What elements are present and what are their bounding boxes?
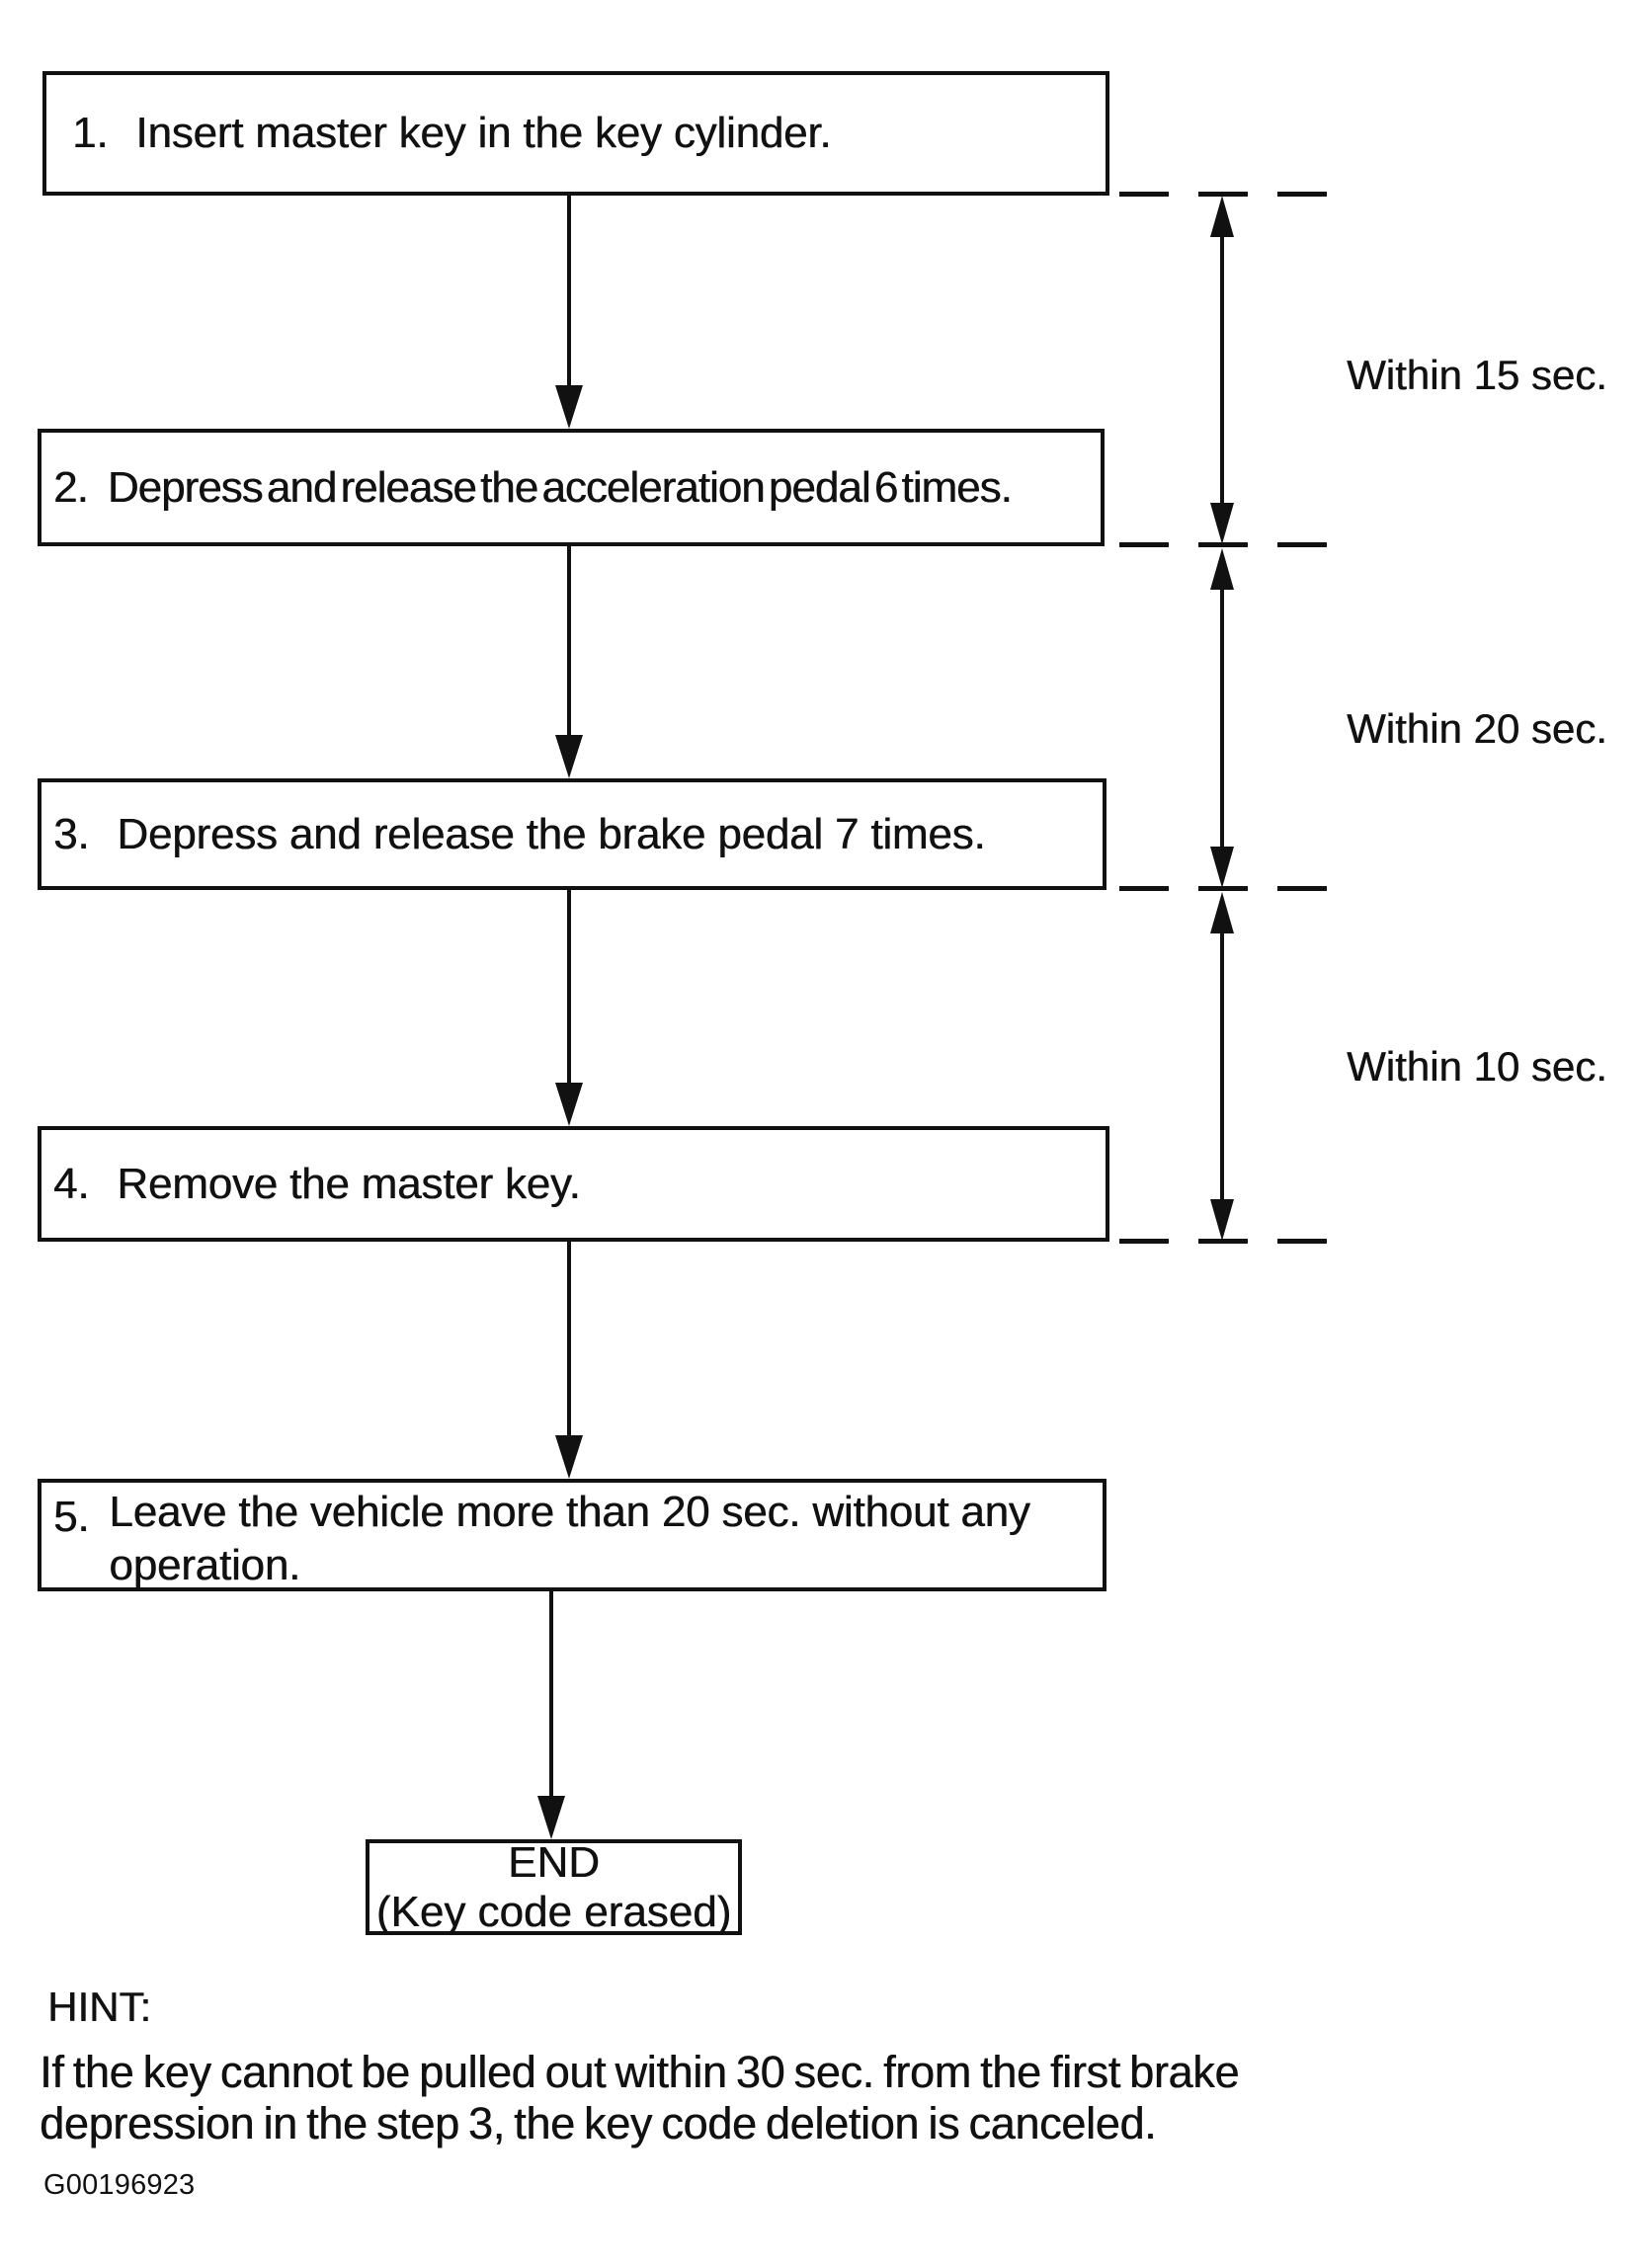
flow-arrowhead-down-icon (555, 1435, 583, 1479)
step-number: 4. (53, 1159, 90, 1208)
dashed-reference-line-2 (1119, 542, 1349, 547)
flow-connector-4 (567, 1242, 571, 1439)
flow-connector-3 (567, 890, 571, 1088)
step-number: 5. (53, 1493, 90, 1541)
measure-arrow-line-2 (1220, 568, 1224, 868)
end-sublabel: (Key code erased) (375, 1887, 732, 1936)
step-text: Remove the master key. (117, 1159, 581, 1208)
step-box-4: 4. Remove the master key. (38, 1126, 1109, 1242)
step-text-line-2: operation. (109, 1541, 300, 1589)
step-text: Depress and release the acceleration ped… (107, 462, 1013, 512)
timing-label-15-sec: Within 15 sec. (1347, 352, 1607, 398)
hint-text-line-1: If the key cannot be pulled out within 3… (40, 2047, 1240, 2097)
flow-connector-2 (567, 546, 571, 740)
step-box-5: 5. Leave the vehicle more than 20 sec. w… (38, 1479, 1106, 1591)
step-number: 2. (53, 462, 89, 512)
flow-arrowhead-down-icon (555, 385, 583, 429)
step-box-3: 3. Depress and release the brake pedal 7… (38, 778, 1106, 890)
hint-text-line-2: depression in the step 3, the key code d… (40, 2098, 1157, 2148)
flow-arrowhead-down-icon (555, 735, 583, 778)
timing-label-10-sec: Within 10 sec. (1347, 1043, 1607, 1090)
step-box-2: 2. Depress and release the acceleration … (38, 429, 1105, 546)
step-text-line-1: Leave the vehicle more than 20 sec. with… (109, 1488, 1030, 1537)
hint-heading: HINT: (47, 1984, 151, 2030)
timing-label-20-sec: Within 20 sec. (1347, 705, 1607, 752)
measure-arrowhead-down-icon (1210, 503, 1234, 544)
flow-arrowhead-down-icon (537, 1796, 565, 1839)
step-box-1: 1. Insert master key in the key cylinder… (42, 71, 1109, 196)
end-box: END (Key code erased) (366, 1838, 742, 1936)
dashed-reference-line-3 (1119, 886, 1349, 891)
flow-arrowhead-down-icon (555, 1083, 583, 1126)
measure-arrowhead-down-icon (1210, 1199, 1234, 1241)
measure-arrow-line-1 (1220, 215, 1224, 525)
measure-arrow-line-3 (1220, 912, 1224, 1221)
dashed-reference-line-1 (1119, 192, 1349, 197)
figure-id: G00196923 (43, 2169, 196, 2201)
step-number: 1. (72, 109, 109, 157)
step-text: Insert master key in the key cylinder. (135, 109, 832, 158)
step-text: Depress and release the brake pedal 7 ti… (117, 809, 986, 858)
step-number: 3. (53, 809, 90, 858)
flow-connector-1 (567, 196, 571, 389)
flow-connector-5 (549, 1591, 553, 1800)
measure-arrowhead-down-icon (1210, 847, 1234, 888)
step-text: Leave the vehicle more than 20 sec. with… (109, 1478, 1029, 1591)
end-label: END (508, 1838, 600, 1888)
dashed-reference-line-4 (1119, 1239, 1349, 1244)
